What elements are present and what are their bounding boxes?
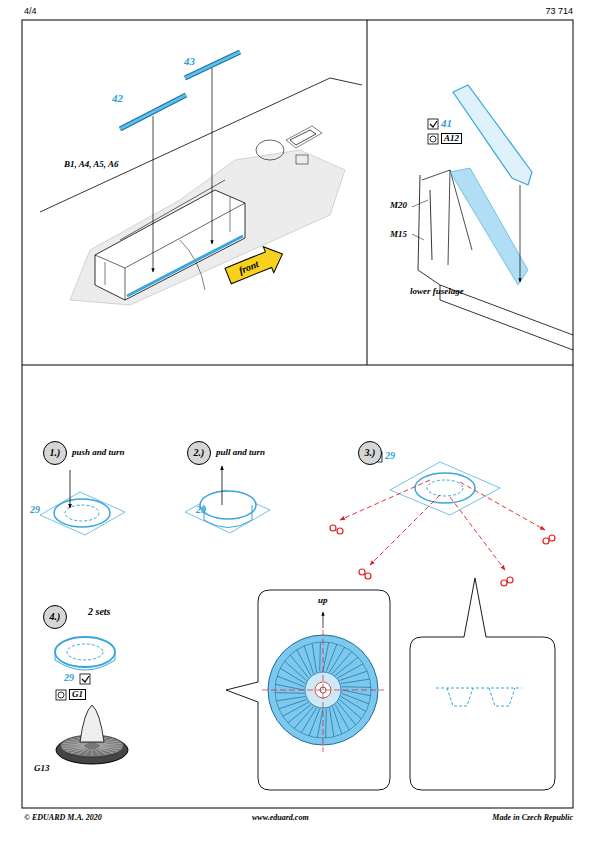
step-circle: 1.) xyxy=(43,441,67,465)
fan-blade xyxy=(96,749,107,755)
fan-blade xyxy=(338,664,364,678)
part-number: G13 xyxy=(34,764,50,773)
direction-label: up xyxy=(318,596,328,605)
fan-blade xyxy=(100,746,122,747)
fan-blade xyxy=(325,709,327,738)
callout-number: 43 xyxy=(184,56,195,67)
fan-blade xyxy=(277,676,304,687)
copyright: © EDUARD M.A. 2020 xyxy=(24,814,102,822)
part-list: B1, A4, A5, A6 xyxy=(64,160,119,169)
fan-blade xyxy=(341,679,370,683)
step-note: push and turn xyxy=(72,448,125,457)
callout-number: 29 xyxy=(30,505,40,515)
fan-blade xyxy=(92,749,93,756)
direction-text: front xyxy=(237,259,260,276)
fan-blade xyxy=(333,706,342,734)
step-number: 3.) xyxy=(365,448,376,458)
fan-blade xyxy=(312,643,316,672)
arrow-outline xyxy=(223,241,288,289)
step-circle: 4.) xyxy=(43,605,67,629)
part-number: M20 xyxy=(390,201,407,210)
fan-blade xyxy=(275,692,304,694)
location-note: lower fuselage xyxy=(410,287,464,296)
part-number: M15 xyxy=(390,230,407,239)
fan-blade xyxy=(100,743,121,745)
step-number: 4.) xyxy=(50,612,61,622)
fan-blade xyxy=(63,747,84,749)
callout-number: 29 xyxy=(64,673,74,683)
fan-blade xyxy=(342,693,369,704)
fan-blade xyxy=(304,646,313,674)
step-note: pull and turn xyxy=(216,448,265,457)
fan-blade xyxy=(276,696,305,700)
fan-blade xyxy=(335,705,349,731)
fan-blade xyxy=(94,749,100,756)
fan-blade xyxy=(326,644,337,671)
fan-blade xyxy=(297,650,311,676)
website: www.eduard.com xyxy=(252,814,309,822)
quantity-note: 2 sets xyxy=(88,607,111,617)
part-number: G1 xyxy=(69,689,86,700)
step-circle: 2.) xyxy=(187,441,211,465)
fan-blade xyxy=(283,702,309,716)
kit-number: 73 714 xyxy=(545,7,573,16)
fan-blade xyxy=(342,686,371,688)
fan-blade xyxy=(329,708,333,737)
fan-blade xyxy=(339,671,367,680)
callout-number: 41 xyxy=(441,118,452,129)
callout-number: 29 xyxy=(196,505,206,515)
fan-blade xyxy=(319,642,321,671)
part-number: A12 xyxy=(441,133,462,144)
callout-number: 29 xyxy=(385,451,395,461)
callout-number: 42 xyxy=(112,93,123,104)
step-number: 2.) xyxy=(194,448,205,458)
page-number: 4/4 xyxy=(24,7,37,16)
origin-note: Made in Czech Republic xyxy=(492,814,573,822)
fan-blade xyxy=(279,700,307,709)
fan-blade xyxy=(309,709,320,736)
step-circle: 3.) xyxy=(358,441,382,465)
step-number: 1.) xyxy=(50,448,61,458)
fan-blade xyxy=(62,746,84,747)
